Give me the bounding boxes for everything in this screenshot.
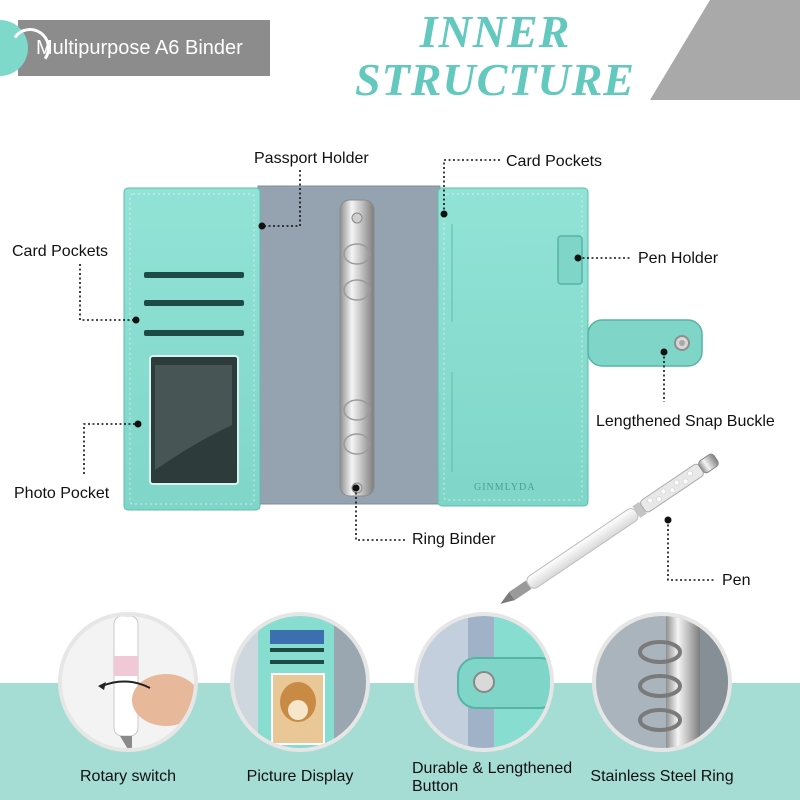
page-title: INNER STRUCTURE	[330, 8, 660, 104]
feature-image-picture-display	[230, 612, 370, 752]
feature-image-stainless-steel-ring	[592, 612, 732, 752]
callout-photo-pocket: Photo Pocket	[14, 485, 110, 502]
callout-lengthened-snap-buckle: Lengthened Snap Buckle	[596, 413, 775, 430]
feature-caption-picture-display: Picture Display	[246, 768, 354, 785]
feature-caption-durable-button: Durable & Lengthened Button	[404, 760, 584, 796]
callout-dot	[660, 348, 668, 356]
snap-buckle-strap	[587, 319, 703, 367]
feature-caption-durable-button-line2: Button	[412, 778, 459, 795]
callout-dot	[574, 254, 582, 262]
callout-passport-holder: Passport Holder	[254, 150, 369, 167]
callout-pen-holder: Pen Holder	[638, 250, 719, 267]
callout-ring-binder: Ring Binder	[412, 531, 496, 548]
feature-image-durable-button	[414, 612, 554, 752]
feature-caption-durable-button-line1: Durable & Lengthened	[412, 760, 573, 777]
callout-dot	[134, 420, 142, 428]
callout-dot	[664, 516, 672, 524]
title-corner-shape	[650, 0, 800, 100]
callout-card-pockets-top: Card Pockets	[506, 153, 603, 170]
callout-dot	[258, 222, 266, 230]
title-line-1: INNER	[419, 6, 571, 57]
card-slot	[144, 272, 244, 278]
callout-dot	[132, 316, 140, 324]
product-banner: Multipurpose A6 Binder	[0, 20, 270, 76]
brand-imprint: GINMLYDA	[474, 482, 536, 493]
callout-dot	[352, 484, 360, 492]
pen-illustration	[500, 453, 719, 604]
callout-card-pockets-left: Card Pockets	[12, 243, 109, 260]
title-line-2: STRUCTURE	[355, 54, 635, 105]
callout-pen: Pen	[722, 572, 751, 589]
card-slot	[144, 300, 244, 306]
banner-bar	[18, 20, 270, 76]
feature-caption-rotary-switch: Rotary switch	[79, 768, 177, 785]
pen-holder-loop	[557, 235, 583, 285]
feature-image-rotary-switch	[58, 612, 198, 752]
callout-dot	[440, 210, 448, 218]
banner-label: Multipurpose A6 Binder	[36, 37, 243, 59]
feature-caption-stainless-steel-ring: Stainless Steel Ring	[590, 768, 734, 785]
card-slot	[144, 330, 244, 336]
ring-binder-mechanism	[339, 199, 375, 497]
